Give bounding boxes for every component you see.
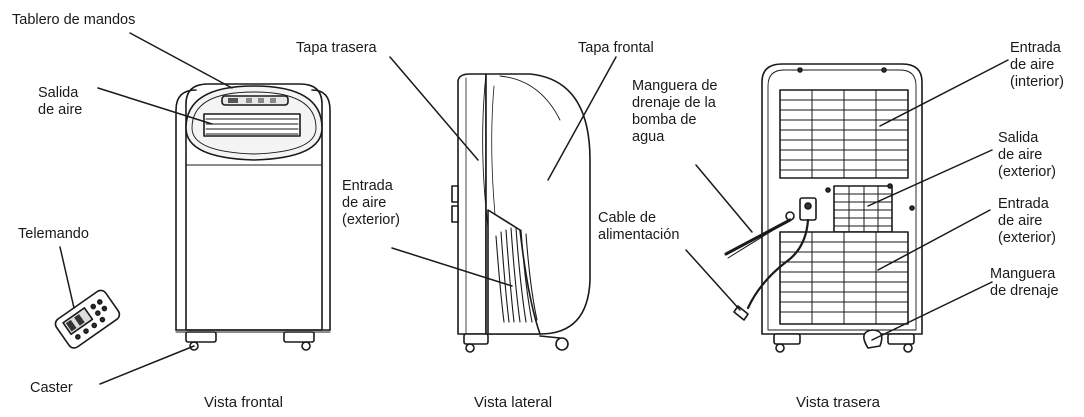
front-air-outlet — [203, 113, 301, 137]
back-exhaust-outlet — [833, 185, 893, 233]
back-cover — [457, 73, 487, 335]
leader-entrada-lateral — [391, 247, 513, 287]
leader-tablero — [129, 32, 233, 89]
leader-salida-exterior — [867, 149, 993, 207]
front-view-unit — [175, 83, 331, 351]
label-tapa-trasera: Tapa trasera — [296, 40, 377, 56]
leader-manguera-bomba — [695, 164, 753, 233]
side-air-intake-grille — [495, 227, 538, 323]
back-view-unit — [724, 63, 923, 353]
label-telemando: Telemando — [18, 226, 89, 242]
label-entrada-aire-interior: Entrada de aire (interior) — [1010, 40, 1064, 90]
leader-tapa-frontal — [547, 56, 617, 181]
power-cable — [746, 218, 810, 310]
remote-control-drawing — [54, 289, 121, 349]
label-manguera-de-drenaje: Manguera de drenaje — [990, 266, 1059, 299]
side-view-unit — [451, 73, 591, 353]
front-caster-right — [283, 331, 315, 343]
label-manguera-drenaje-bomba: Manguera de drenaje de la bomba de agua — [632, 78, 718, 145]
label-salida-de-aire-frontal: Salida de aire — [38, 85, 83, 118]
label-caster: Caster — [30, 380, 73, 396]
leader-caster — [99, 345, 195, 385]
leader-entrada-interior — [879, 59, 1009, 127]
leader-manguera-drenaje — [871, 281, 993, 341]
front-caster-left — [185, 331, 217, 343]
leader-cable — [685, 249, 741, 311]
label-cable-alimentacion: Cable de alimentación — [598, 210, 680, 243]
leader-telemando — [59, 246, 75, 309]
leader-entrada-trasera — [877, 209, 991, 271]
power-plug — [733, 305, 749, 321]
caption-vista-frontal: Vista frontal — [204, 394, 283, 411]
caption-vista-lateral: Vista lateral — [474, 394, 553, 411]
leader-tapa-trasera — [389, 56, 479, 161]
label-entrada-aire-exterior-trasera: Entrada de aire (exterior) — [998, 196, 1057, 246]
label-tapa-frontal: Tapa frontal — [578, 40, 654, 56]
label-salida-aire-exterior: Salida de aire (exterior) — [998, 130, 1057, 180]
label-entrada-aire-exterior-lateral: Entrada de aire (exterior) — [342, 178, 401, 228]
caption-vista-trasera: Vista trasera — [796, 394, 880, 411]
leader-lines — [59, 32, 1009, 385]
label-tablero-de-mandos: Tablero de mandos — [12, 12, 136, 28]
leader-salida-frontal — [97, 87, 213, 125]
